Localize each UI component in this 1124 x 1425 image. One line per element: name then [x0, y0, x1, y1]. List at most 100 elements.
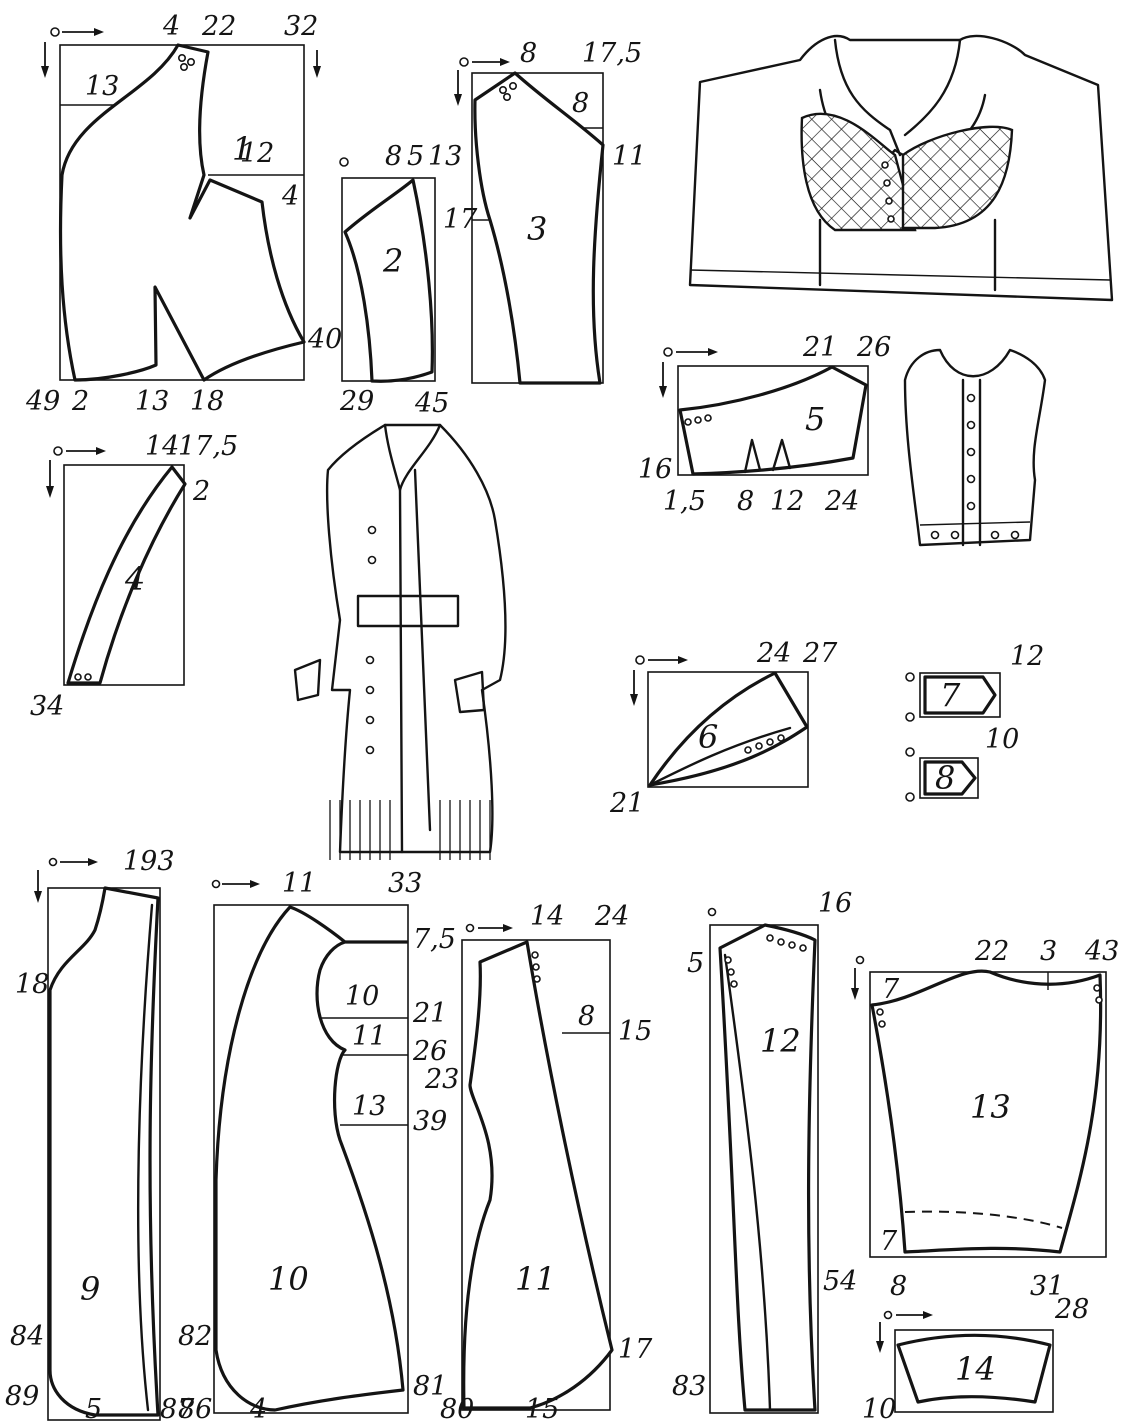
pattern-11-frame	[461, 939, 611, 1411]
dim-label: 5	[85, 1394, 102, 1425]
dim-label: 26	[856, 332, 891, 363]
dim-label: 33	[388, 868, 422, 899]
pattern-11: 11 14 24 8 15 23 17 80 15	[424, 901, 653, 1425]
pattern-13-piece	[870, 969, 1103, 1254]
dim-label: 23	[424, 1064, 459, 1095]
origin-arrows	[630, 655, 688, 706]
dim-label: 1,5	[663, 486, 706, 517]
pattern-7-frame	[919, 672, 1001, 718]
dim-label: 3	[1040, 936, 1057, 967]
pattern-14-frame	[894, 1329, 1054, 1413]
dim-label: 10	[985, 724, 1019, 755]
origin-arrows	[34, 857, 98, 903]
dim-label: 31	[1030, 1271, 1064, 1302]
dim-label: 5	[687, 948, 704, 979]
dim-label: 8	[737, 486, 754, 517]
pattern-14-piece	[896, 1333, 1052, 1404]
pattern-14: 14 28 10	[862, 1294, 1089, 1425]
dim-label: 2	[71, 386, 89, 417]
dim-label: 21	[802, 332, 837, 363]
dim-label: 193	[123, 846, 175, 877]
dim-label: 21	[412, 998, 447, 1029]
dim-label: 7,5	[413, 924, 456, 955]
dim-label: 13	[135, 386, 169, 417]
dim-label: 8	[520, 38, 537, 69]
dim-label: 83	[672, 1371, 706, 1402]
dim-label: 12	[1010, 641, 1044, 672]
piece-number: 6	[698, 718, 718, 756]
piece-number: 13	[970, 1088, 1011, 1126]
pattern-5: 5 21 26 16 1,5 8 12 24	[638, 332, 891, 517]
pattern-8-frame	[919, 757, 979, 799]
dim-label: 81	[413, 1371, 447, 1402]
dim-label: 18	[190, 386, 224, 417]
pattern-10-piece	[214, 905, 409, 1412]
pattern-7: 7 12	[905, 641, 1044, 722]
origin-arrows	[46, 446, 106, 498]
dim-label: 15	[525, 1394, 559, 1425]
origin-arrows	[876, 1310, 933, 1353]
piece-number: 11	[515, 1260, 556, 1298]
dim-label: 10	[345, 981, 379, 1012]
dim-label: 24	[824, 486, 859, 517]
dim-label: 18	[15, 969, 49, 1000]
dim-label: 11	[352, 1021, 386, 1052]
pattern-11-piece	[462, 940, 614, 1410]
dim-label: 45	[414, 388, 449, 419]
piece-number: 5	[805, 400, 825, 438]
dim-label: 12	[240, 138, 274, 169]
bodice-illustration	[688, 34, 1114, 302]
pattern-6-frame	[647, 671, 809, 788]
origin-arrows	[851, 955, 865, 1000]
piece-number: 2	[382, 242, 403, 280]
dim-label: 24	[594, 901, 629, 932]
dim-label: 87	[160, 1394, 195, 1425]
dim-label: 40	[307, 324, 342, 355]
pattern-1: 1 4 22 32 13 12 4 40 49 2 13 18	[25, 11, 342, 417]
pattern-10-frame	[213, 904, 409, 1414]
dim-label: 34	[30, 691, 64, 722]
pattern-6-piece	[648, 671, 809, 787]
piece-number: 1	[232, 130, 252, 168]
dim-label: 24	[756, 638, 791, 669]
dim-label: 4	[281, 181, 299, 212]
pattern-4-frame	[63, 464, 185, 686]
dim-label: 13	[85, 71, 119, 102]
dim-label: 13	[352, 1091, 386, 1122]
dim-label: 54	[823, 1266, 857, 1297]
pattern-5-piece	[678, 365, 868, 476]
dim-label: 22	[201, 11, 236, 42]
dim-label: 39	[413, 1106, 447, 1137]
pattern-9-piece	[48, 886, 160, 1417]
pattern-13: 13 22 3 43 7 7 8 31	[851, 936, 1119, 1302]
dim-label: 7	[880, 1226, 898, 1257]
dim-label: 17,5	[178, 431, 238, 462]
origin-arrows	[41, 27, 321, 78]
pattern-9: 9 193 18 84 89 5 87	[5, 846, 195, 1425]
dim-label: 8	[385, 141, 402, 172]
dim-label: 15	[618, 1016, 652, 1047]
dim-label: 2	[192, 476, 210, 507]
dim-label: 80	[440, 1394, 474, 1425]
pattern-12: 12 16 5 54 83	[672, 888, 857, 1414]
origin-arrows	[659, 347, 718, 398]
dim-label: 17,5	[582, 38, 642, 69]
dim-label: 84	[10, 1321, 44, 1352]
dim-label: 7	[882, 974, 900, 1005]
dim-label: 8	[572, 88, 589, 119]
dim-label: 49	[25, 386, 60, 417]
pattern-12-piece	[718, 923, 817, 1412]
pattern-2-piece	[343, 178, 434, 383]
dim-label: 17	[618, 1334, 653, 1365]
dim-label: 86	[178, 1394, 212, 1425]
piece-number: 8	[935, 759, 955, 797]
origin-arrows	[211, 879, 260, 889]
pattern-1-piece	[58, 43, 306, 382]
dim-label: 43	[1084, 936, 1119, 967]
dim-label: 82	[178, 1321, 212, 1352]
dim-label: 5	[407, 141, 424, 172]
dim-label: 21	[609, 788, 644, 819]
dim-label: 27	[802, 638, 838, 669]
dim-label: 17	[443, 204, 478, 235]
pattern-4-piece	[66, 465, 187, 685]
